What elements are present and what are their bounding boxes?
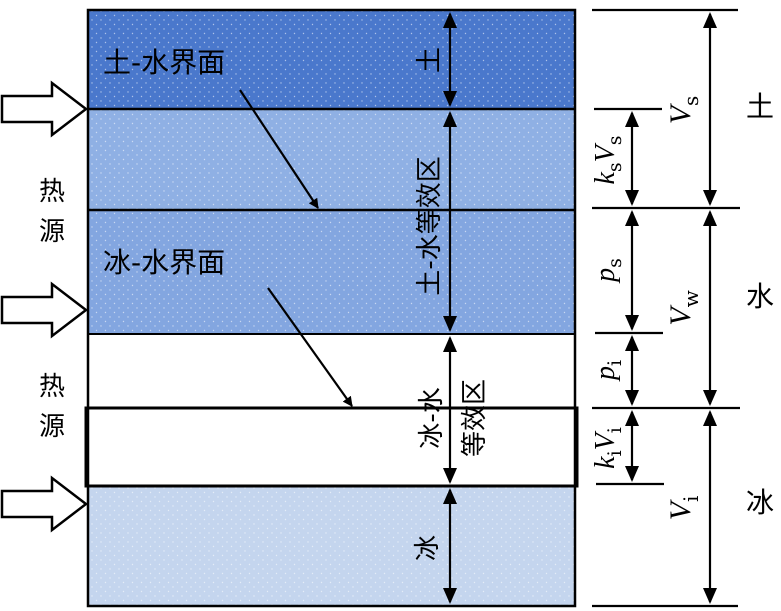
- soil-water-interface-label: 土-水界面: [103, 46, 225, 79]
- right-label-ice: 冰: [746, 486, 774, 519]
- label-ksVs: ksVs: [590, 135, 626, 184]
- inner-dim-ice: [443, 488, 457, 604]
- inner-label-ice-water-2: 等效区: [460, 379, 490, 457]
- inner-label-soil-water-zone: 土-水等效区: [415, 156, 445, 295]
- dim-ksVs: [625, 111, 639, 206]
- right-label-water: 水: [746, 280, 774, 313]
- ice-water-interface-pointer: [267, 287, 353, 407]
- right-label-soil: 土: [746, 90, 774, 123]
- soil-water-equivalent-layer: [88, 109, 575, 210]
- column-outline: [86, 8, 577, 608]
- right-ref-lines: [592, 8, 740, 608]
- soil-water-interface-pointer: [239, 89, 319, 209]
- dim-Vs: [703, 12, 717, 206]
- dim-kiVi: [625, 410, 639, 482]
- inner-dim-ice-water-zone: [443, 336, 457, 484]
- label-pi: pi: [590, 360, 626, 382]
- ice-layer: [88, 486, 575, 606]
- soil-layer: [88, 10, 575, 109]
- dim-pi: [625, 335, 639, 406]
- water-layer: [88, 210, 575, 334]
- ice-water-equivalent-layer: [88, 334, 575, 486]
- dim-ps: [625, 210, 639, 331]
- heat-source-2-char-1: 热: [39, 372, 65, 402]
- label-kiVi: kiVi: [590, 427, 626, 469]
- heat-source-1-char-1: 热: [39, 177, 65, 207]
- label-Vi: Vi: [664, 496, 703, 521]
- dim-Vw: [703, 210, 717, 406]
- heat-source-2-char-2: 源: [39, 412, 65, 442]
- heat-arrow-3: [0, 475, 89, 533]
- label-Vw: Vw: [664, 290, 703, 325]
- ice-water-interface-box: [84, 406, 579, 488]
- heat-arrow-2: [0, 281, 89, 339]
- heat-source-1-char-2: 源: [39, 217, 65, 247]
- label-Vs: Vs: [664, 96, 703, 125]
- inner-label-ice: 冰: [413, 535, 443, 561]
- ice-water-interface-label: 冰-水界面: [103, 246, 225, 279]
- label-ps: ps: [590, 258, 626, 284]
- inner-label-soil: 土: [415, 47, 445, 73]
- inner-dim-soil: [443, 12, 457, 107]
- dim-Vi: [703, 410, 717, 604]
- inner-label-ice-water-1: 冰-水: [417, 387, 447, 448]
- heat-arrow-1: [0, 80, 89, 138]
- inner-dim-soil-water-zone: [443, 111, 457, 332]
